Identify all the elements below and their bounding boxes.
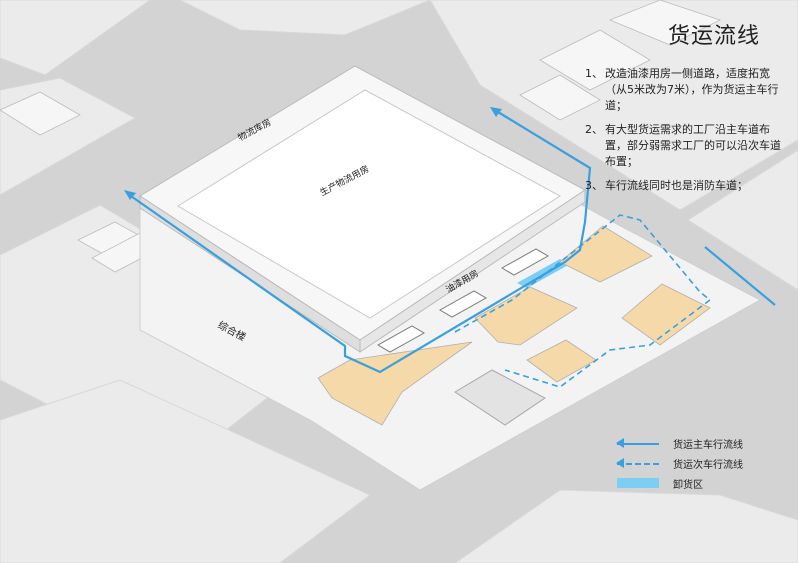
- note-item: 3、 车行流线同时也是消防车道；: [585, 178, 785, 194]
- note-item: 2、 有大型货运需求的工厂沿主车道布置，部分弱需求工厂的可以沿次车道布置；: [585, 122, 785, 170]
- main-route-arrows: [124, 107, 502, 200]
- block-top-left: [0, 0, 151, 76]
- note-text: 有大型货运需求的工厂沿主车道布置，部分弱需求工厂的可以沿次车道布置；: [605, 123, 781, 168]
- note-number: 3、: [585, 179, 603, 192]
- block-right: [687, 149, 798, 291]
- block-bottom: [0, 379, 371, 563]
- block-left: [0, 77, 137, 196]
- legend-item-secondary-route: 货运次车行流线: [616, 453, 787, 473]
- zone-swatch-icon: [617, 477, 659, 489]
- note-text: 改造油漆用房一侧道路，适度拓宽（从5米改为7米），作为货运主车行道；: [605, 67, 779, 112]
- legend-item-unloading-zone: 卸货区: [617, 473, 787, 493]
- block-top-center: [179, 0, 431, 36]
- legend-label: 卸货区: [673, 479, 703, 491]
- legend-label: 货运主车行流线: [673, 439, 743, 451]
- note-number: 2、: [585, 123, 603, 136]
- paint-rooms: [376, 248, 550, 353]
- legend: 货运主车行流线 货运次车行流线 卸货区: [616, 433, 787, 493]
- block-top-right: [429, 0, 798, 211]
- notes-list: 1、 改造油漆用房一侧道路，适度拓宽（从5米改为7米），作为货运主车行道； 2、…: [585, 66, 785, 202]
- note-text: 车行流线同时也是消防车道；: [605, 179, 748, 192]
- existing-building: [454, 369, 546, 426]
- secondary-truck-route: [454, 214, 712, 388]
- solid-arrow-icon: [616, 437, 659, 449]
- production-building: [139, 65, 586, 353]
- legend-item-main-route: 货运主车行流线: [616, 433, 787, 453]
- diagram-title: 货运流线: [668, 24, 761, 49]
- note-number: 1、: [585, 67, 603, 80]
- main-truck-route: [127, 111, 776, 374]
- note-item: 1、 改造油漆用房一侧道路，适度拓宽（从5米改为7米），作为货运主车行道；: [585, 66, 785, 114]
- block-bottom-right: [454, 489, 798, 563]
- legend-label: 货运次车行流线: [673, 459, 743, 471]
- factory-buildings: [317, 225, 711, 426]
- dashed-arrow-icon: [616, 457, 659, 469]
